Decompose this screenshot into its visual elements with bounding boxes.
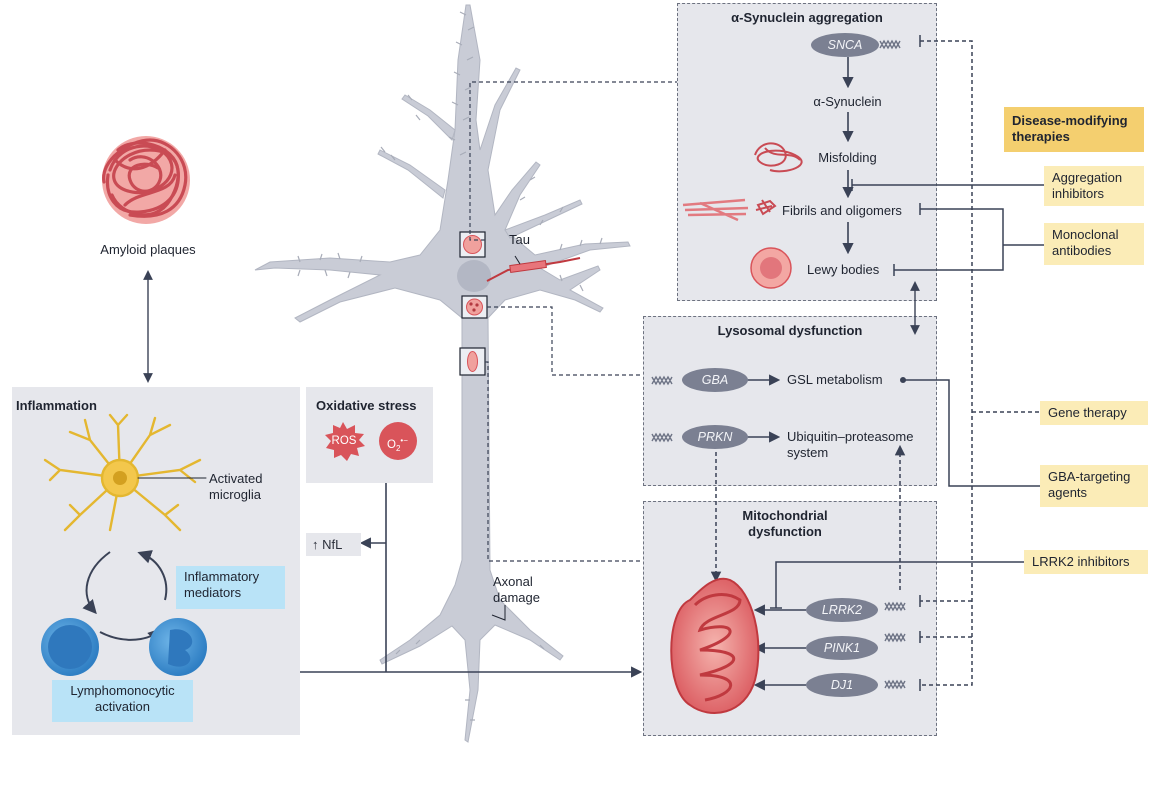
pink1-gene-pill: PINK1 (806, 636, 878, 660)
nucleus-icon (457, 260, 491, 292)
dna-icons (651, 39, 906, 690)
monocyte-icon (41, 618, 99, 676)
misfolding-step: Misfolding (818, 150, 877, 165)
fibrils-icon (682, 198, 777, 222)
lewy-body-icon (750, 247, 792, 289)
microglia-icon (43, 413, 207, 532)
dj1-gene-pill: DJ1 (806, 673, 878, 697)
alpha-synuclein-title: α-Synuclein aggregation (731, 10, 883, 25)
tau-filament-icon (486, 255, 581, 282)
inflammation-panel (12, 387, 300, 735)
snca-gene-pill: SNCA (811, 33, 879, 57)
amyloid-plaques-label: Amyloid plaques (100, 242, 196, 257)
lrrk2-gene-pill: LRRK2 (806, 598, 878, 622)
nfl-label: ↑ NfL (306, 533, 361, 556)
lewy-bodies-step: Lewy bodies (807, 262, 880, 277)
prkn-gene-pill: PRKN (682, 425, 748, 449)
inflammation-cycle-arrows (82, 550, 168, 643)
amyloid-plaque-icon (102, 136, 190, 224)
misfolding-icon (754, 142, 803, 173)
oxidative-stress-title: Oxidative stress (316, 398, 417, 413)
gsl-metabolism-label: GSL metabolism (787, 372, 883, 387)
neuron-panel-connectors (469, 81, 677, 562)
dendrite-spines-icon (297, 11, 603, 721)
gba-gene-pill: GBA (682, 368, 748, 392)
mitochondrion-icon (670, 577, 760, 714)
lymphocyte-icon (149, 618, 207, 676)
lysosome-inset-icon (461, 295, 488, 319)
o2-label: O2•− (387, 436, 408, 454)
ros-label: ROS (331, 435, 357, 447)
lrrk2-inhibitors-box: LRRK2 inhibitors (1024, 550, 1148, 574)
lewy-body-inset-icon (459, 231, 486, 258)
alpha-synuclein-step: α-Synuclein (813, 94, 882, 109)
lysosomal-title: Lysosomal dysfunction (717, 323, 863, 338)
lysosomal-panel (643, 316, 937, 486)
gene-therapy-box: Gene therapy (1040, 401, 1148, 425)
alpha-synuclein-panel (677, 3, 937, 301)
o2-radical-icon (379, 422, 417, 460)
fibrils-step: Fibrils and oligomers (782, 203, 902, 218)
neuron-icon (254, 4, 631, 743)
ros-icon (325, 422, 365, 461)
inflammation-title: Inflammation (16, 398, 97, 413)
tau-label: Tau (509, 232, 530, 247)
mitochondrion-inset-icon (459, 347, 486, 376)
